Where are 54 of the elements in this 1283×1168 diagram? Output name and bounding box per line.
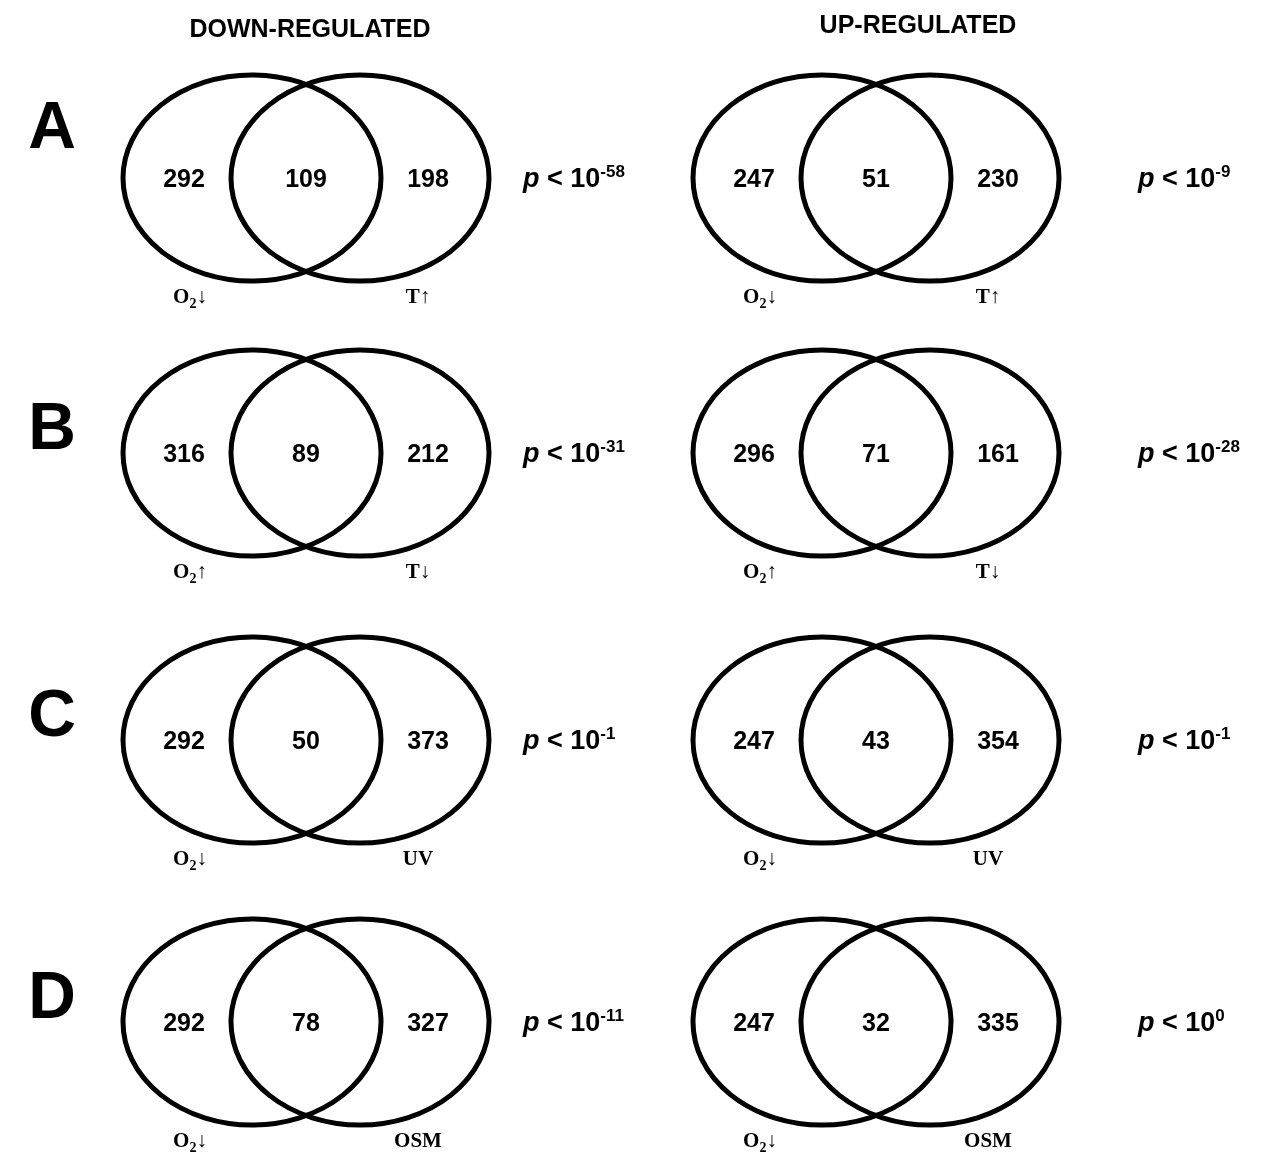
- column-heading: DOWN-REGULATED: [188, 14, 432, 43]
- condition-label: O$_{2}$↓: [743, 1128, 777, 1152]
- condition-label: O$_{2}$↑: [173, 559, 207, 583]
- count-label: 296: [733, 438, 775, 468]
- count-label: 247: [733, 1007, 775, 1037]
- count-label: 247: [733, 163, 775, 193]
- overlap-count: 71: [862, 438, 890, 468]
- condition-label: T↓: [975, 559, 1001, 583]
- overlap-count: 32: [862, 1007, 890, 1037]
- panel-letter: B: [27, 388, 77, 464]
- count-label: 292: [163, 1007, 205, 1037]
- panel-letter: A: [27, 87, 77, 163]
- condition-label: T↓: [405, 559, 431, 583]
- count-label: 327: [407, 1007, 449, 1037]
- condition-label: O$_{2}$↓: [173, 846, 207, 870]
- count-label: 292: [163, 725, 205, 755]
- overlap-count: 43: [862, 725, 890, 755]
- overlap-count: 78: [292, 1007, 320, 1037]
- count-label: 335: [977, 1007, 1019, 1037]
- condition-label: UV: [402, 846, 434, 870]
- overlap-count: 50: [292, 725, 320, 755]
- overlap-count: 89: [292, 438, 320, 468]
- p-value: p < 10$^{-1}$: [1138, 724, 1231, 756]
- condition-label: OSM: [964, 1128, 1012, 1152]
- panel-letter: D: [27, 957, 77, 1033]
- condition-label: OSM: [394, 1128, 442, 1152]
- condition-label: O$_{2}$↓: [743, 284, 777, 308]
- count-label: 247: [733, 725, 775, 755]
- count-label: 373: [407, 725, 449, 755]
- p-value: p < 10$^{-28}$: [1138, 437, 1240, 469]
- p-value: p < 10$^{-11}$: [523, 1006, 624, 1038]
- p-value: p < 10$^{-31}$: [523, 437, 625, 469]
- condition-label: UV: [972, 846, 1004, 870]
- count-label: 230: [977, 163, 1019, 193]
- count-label: 316: [163, 438, 205, 468]
- count-label: 212: [407, 438, 449, 468]
- p-value: p < 10$^{-1}$: [523, 724, 616, 756]
- p-value: p < 10$^{0}$: [1138, 1006, 1225, 1038]
- count-label: 198: [407, 163, 449, 193]
- condition-label: T↑: [405, 284, 431, 308]
- count-label: 292: [163, 163, 205, 193]
- p-value: p < 10$^{-9}$: [1138, 162, 1231, 194]
- overlap-count: 51: [862, 163, 890, 193]
- p-value: p < 10$^{-58}$: [523, 162, 625, 194]
- overlap-count: 109: [285, 163, 327, 193]
- count-label: 161: [977, 438, 1019, 468]
- panel-letter: C: [27, 675, 77, 751]
- condition-label: T↑: [975, 284, 1001, 308]
- condition-label: O$_{2}$↓: [743, 846, 777, 870]
- condition-label: O$_{2}$↓: [173, 1128, 207, 1152]
- condition-label: O$_{2}$↑: [743, 559, 777, 583]
- column-heading: UP-REGULATED: [818, 10, 1018, 39]
- condition-label: O$_{2}$↓: [173, 284, 207, 308]
- count-label: 354: [977, 725, 1019, 755]
